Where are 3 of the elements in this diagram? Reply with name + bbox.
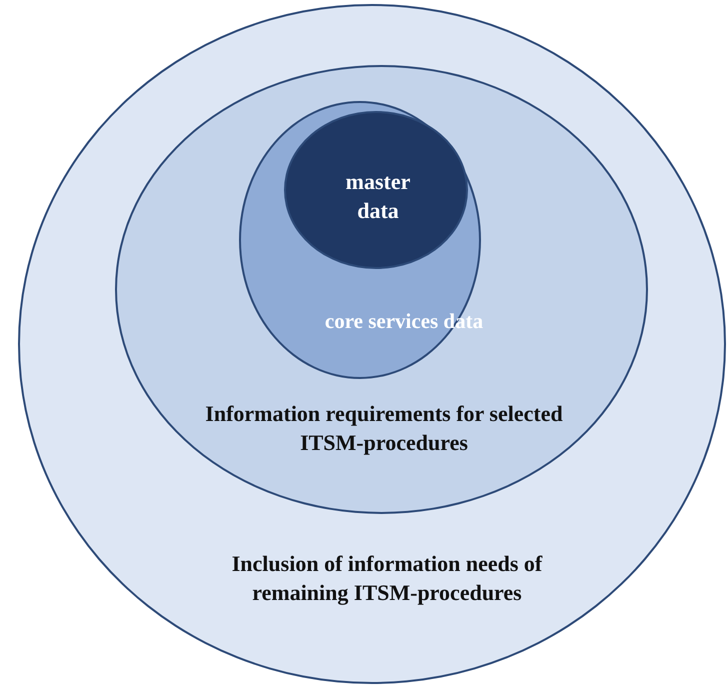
circle-label: master data: [344, 168, 412, 225]
circle-label: Information requirements for selected ITSM-procedures: [204, 400, 564, 457]
circle-label: Inclusion of information needs of remaining ITSM-procedures: [230, 550, 544, 607]
